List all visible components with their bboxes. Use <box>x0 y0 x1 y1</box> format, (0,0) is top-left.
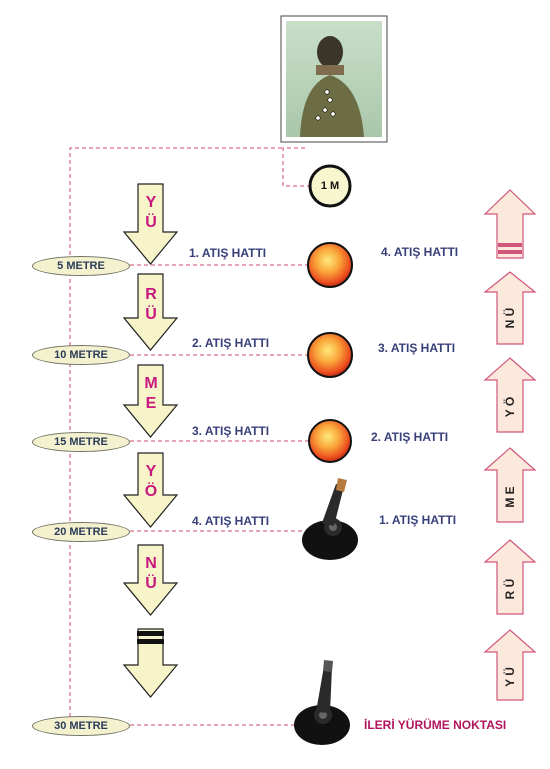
arrow-letter: Ü <box>145 306 157 323</box>
distance-label: 15 METRE <box>32 432 130 452</box>
down-arrow-2 <box>122 273 179 351</box>
arrow-letter: M <box>144 375 158 392</box>
up-arrow-4 <box>483 447 537 523</box>
arrow-letter-rotated: R Ü <box>503 578 517 600</box>
arrow-letter: N <box>145 555 157 572</box>
arrow-letter: Y <box>145 194 157 211</box>
distance-label: 5 METRE <box>32 256 130 276</box>
arrow-letter-rotated: M E <box>503 486 517 508</box>
up-arrow-2 <box>483 271 537 345</box>
distance-label: 30 METRE <box>32 716 130 736</box>
pistol-icon <box>294 660 350 745</box>
down-arrow-1 <box>122 183 179 265</box>
distance-label: 10 METRE <box>32 345 130 365</box>
firing-line-label-left: 4. ATIŞ HATTI <box>192 514 270 528</box>
target-photo-icon <box>280 15 388 143</box>
stop-bar-icon <box>137 639 164 644</box>
firing-line-label-left: 1. ATIŞ HATTI <box>189 246 267 260</box>
arrow-letter: Y <box>145 463 157 480</box>
arrow-letter: R <box>145 286 157 303</box>
one-meter-label: 1 M <box>320 180 340 192</box>
arrow-letter: Ü <box>145 214 157 231</box>
arrow-letter: E <box>145 395 157 412</box>
firing-line-label-left: 2. ATIŞ HATTI <box>192 336 270 350</box>
stop-bar-icon <box>498 243 522 247</box>
down-arrow-5 <box>122 544 179 616</box>
forward-walk-point-label: İLERİ YÜRÜME NOKTASI <box>364 718 507 732</box>
down-arrow-group <box>122 183 179 698</box>
one-meter-circle <box>308 164 352 208</box>
distance-label: 20 METRE <box>32 522 130 542</box>
up-arrow-5 <box>483 539 537 615</box>
arrow-letter-rotated: N Ü <box>503 307 517 329</box>
stop-bar-icon <box>498 250 522 254</box>
firing-line-label-left: 3. ATIŞ HATTI <box>192 424 270 438</box>
arrow-letter-rotated: Y Ö <box>503 396 517 418</box>
arrow-letter-rotated: Y Ü <box>503 667 517 687</box>
up-arrow-6 <box>483 629 537 701</box>
stop-bar-icon <box>137 631 164 636</box>
down-arrow-4 <box>122 452 179 528</box>
fire-circle-icon <box>307 242 353 463</box>
down-arrow-3 <box>122 364 179 438</box>
firing-line-label-right: 1. ATIŞ HATTI <box>379 513 457 527</box>
pistol-icon <box>302 478 358 560</box>
up-arrow-group <box>483 189 537 701</box>
arrow-letter: Ü <box>145 575 157 592</box>
up-arrow-1 <box>483 189 537 259</box>
up-arrow-3 <box>483 357 537 433</box>
arrow-letter: Ö <box>144 483 158 500</box>
firing-line-label-right: 2. ATIŞ HATTI <box>371 430 449 444</box>
firing-line-label-right: 4. ATIŞ HATTI <box>381 245 459 259</box>
firing-line-label-right: 3. ATIŞ HATTI <box>378 341 456 355</box>
